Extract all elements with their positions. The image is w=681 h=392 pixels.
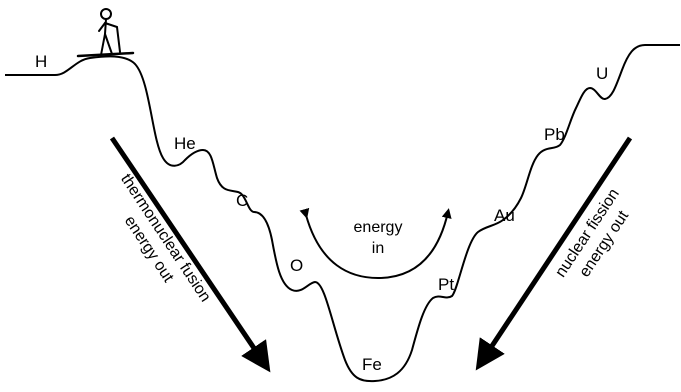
energy-in-arrow xyxy=(299,207,452,280)
fusion-label-group: thermonuclear fusion energy out xyxy=(117,171,214,305)
label-Fe: Fe xyxy=(362,355,382,374)
fission-arrow xyxy=(475,136,633,371)
fusion-arrow xyxy=(109,136,271,373)
label-Au: Au xyxy=(494,206,515,225)
label-Pb: Pb xyxy=(544,125,565,144)
energy-in-label-line1: energy xyxy=(354,219,403,236)
skier-icon xyxy=(76,8,135,58)
label-H: H xyxy=(35,52,47,71)
energy-in-label-line2: in xyxy=(372,240,384,257)
label-Pt: Pt xyxy=(438,275,454,294)
label-He: He xyxy=(174,134,196,153)
label-U: U xyxy=(596,64,608,83)
energy-curve xyxy=(5,44,680,383)
label-O: O xyxy=(290,256,303,275)
label-C: C xyxy=(236,191,248,210)
